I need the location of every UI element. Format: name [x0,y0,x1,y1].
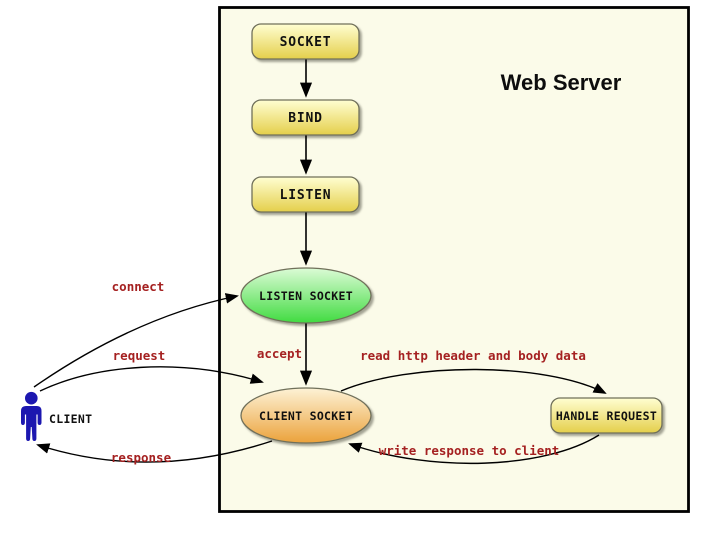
bind-node-label: BIND [288,111,323,126]
accept-label: accept [257,346,302,361]
handle-request-node [550,397,663,434]
response-arrow [36,440,273,463]
listen-node [251,176,360,213]
diagram-title: Web Server [501,70,622,95]
socket-node [251,23,360,60]
listen-socket-node-label: LISTEN SOCKET [259,289,353,303]
client-socket-node [240,387,372,444]
client-head [25,391,38,405]
client-socket-node-label: CLIENT SOCKET [259,409,353,423]
bind-node [251,99,360,136]
read-http-label: read http header and body data [360,348,586,363]
socket-node-label: SOCKET [280,35,332,50]
listen-node-label: LISTEN [280,188,332,203]
listen-socket-node [240,267,372,324]
read-http-arrow [340,368,607,394]
client-person-icon [21,391,42,441]
request-arrow [39,366,264,392]
connect-label: connect [112,279,165,294]
response-label: response [111,450,172,465]
connect-arrow [33,293,239,388]
client-body [21,406,42,441]
node-shapes [240,23,663,444]
client-label: CLIENT [49,412,92,426]
write-response-arrow [348,434,600,465]
write-response-label: write response to client [379,443,560,458]
request-label: request [113,348,166,363]
handle-request-node-label: HANDLE REQUEST [556,409,657,423]
